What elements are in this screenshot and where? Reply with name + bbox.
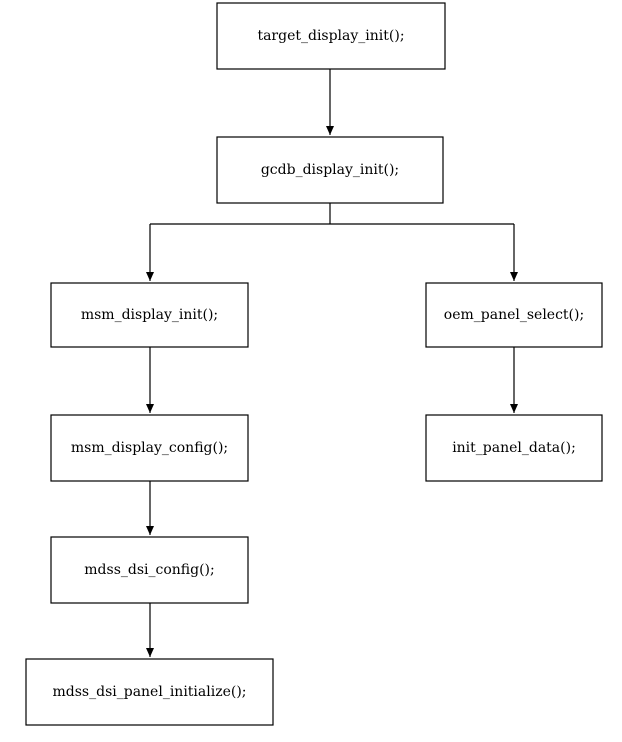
node-box [425,414,603,482]
node-label: init_panel_data(); [452,440,576,456]
node-msm-display-init: msm_display_init(); [50,282,249,348]
node-box [25,658,274,726]
node-mdss-dsi-panel-initialize: mdss_dsi_panel_initialize(); [25,658,274,726]
node-label: gcdb_display_init(); [261,162,399,178]
node-box [50,414,249,482]
node-label: msm_display_config(); [71,440,228,456]
node-label: mdss_dsi_panel_initialize(); [53,684,247,700]
node-mdss-dsi-config: mdss_dsi_config(); [50,536,249,604]
edges [146,69,518,657]
node-label: msm_display_init(); [81,307,218,323]
node-label: mdss_dsi_config(); [84,562,214,578]
node-msm-display-config: msm_display_config(); [50,414,249,482]
node-box [50,536,249,604]
node-box [216,136,444,204]
node-box [50,282,249,348]
node-init-panel-data: init_panel_data(); [425,414,603,482]
node-label: target_display_init(); [257,28,404,44]
node-target-display-init: target_display_init(); [216,2,446,70]
node-box [216,2,446,70]
node-label: oem_panel_select(); [444,307,584,323]
node-oem-panel-select: oem_panel_select(); [425,282,603,348]
node-box [425,282,603,348]
node-gcdb-display-init: gcdb_display_init(); [216,136,444,204]
